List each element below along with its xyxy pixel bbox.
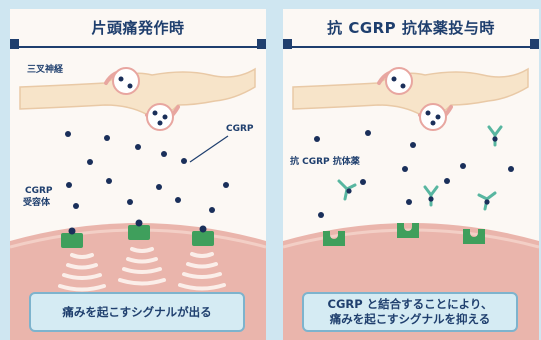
panel-title: 片頭痛発作時 <box>91 19 185 37</box>
vesicle <box>419 103 447 131</box>
caption-text-line2: 痛みを起こすシグナルを抑える <box>329 312 491 326</box>
panel-anti-cgrp-antibody: 抗 CGRP 抗体薬投与時 <box>283 9 539 340</box>
caption-text-line1: CGRP と結合することにより、 <box>327 297 493 311</box>
cgrp-receptor <box>397 223 419 238</box>
vesicle <box>112 67 140 95</box>
antibody-bound-cgrp <box>423 185 439 207</box>
label-cgrp: CGRP <box>226 124 254 134</box>
cgrp-receptor <box>463 229 485 244</box>
vesicle <box>385 67 413 95</box>
caption-text: 痛みを起こすシグナルが出る <box>62 304 212 319</box>
vesicle <box>146 103 174 131</box>
pain-signal <box>178 252 226 291</box>
antibody-bound-cgrp <box>337 179 357 201</box>
label-receptor-line2: 受容体 <box>23 198 51 208</box>
cgrp-receptor <box>61 227 83 248</box>
panel-migraine-attack: 片頭痛発作時 <box>10 9 266 340</box>
title-divider <box>283 46 539 48</box>
caption-box: CGRP と結合することにより、 痛みを起こすシグナルを抑える <box>302 292 518 332</box>
label-leader <box>189 135 229 163</box>
corner-mark <box>10 39 19 49</box>
migraine-illustration <box>10 67 266 340</box>
cgrp-particles <box>314 130 514 218</box>
corner-mark <box>257 39 266 49</box>
cgrp-particles <box>65 131 229 213</box>
pain-signal <box>118 247 166 286</box>
corner-mark <box>530 39 539 49</box>
cgrp-receptor <box>192 225 214 246</box>
label-receptor-line1: CGRP <box>25 186 53 196</box>
corner-mark <box>283 39 292 49</box>
pain-signal <box>58 253 106 292</box>
antibody-bound-cgrp <box>487 125 503 147</box>
antibody-bound-cgrp <box>477 191 497 211</box>
cgrp-receptor <box>323 231 345 246</box>
panel-title: 抗 CGRP 抗体薬投与時 <box>327 19 495 37</box>
cgrp-receptor <box>128 219 150 240</box>
label-trigeminal-nerve: 三叉神経 <box>27 65 64 75</box>
title-divider <box>10 46 266 48</box>
label-anti-cgrp-antibody: 抗 CGRP 抗体薬 <box>290 157 360 167</box>
antibody-illustration <box>283 67 539 340</box>
caption-box: 痛みを起こすシグナルが出る <box>29 292 245 332</box>
